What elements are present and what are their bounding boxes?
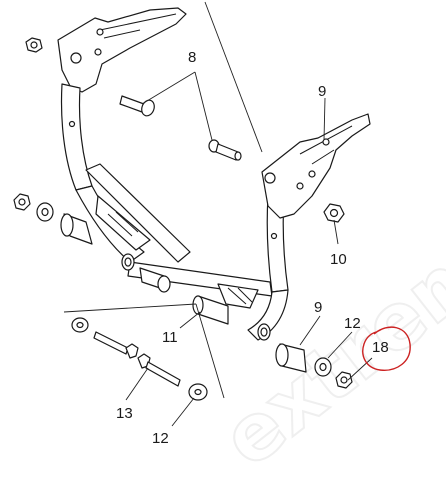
left-bracket-hole-1 bbox=[70, 52, 82, 64]
bolt-13-short bbox=[93, 331, 139, 359]
leader-9-top bbox=[323, 97, 326, 141]
leader-10 bbox=[333, 219, 339, 245]
leader-12-bottom bbox=[171, 397, 195, 427]
right-bushing-9 bbox=[275, 343, 307, 373]
bolt-13-lower-washer bbox=[188, 383, 208, 401]
leader-8-a bbox=[141, 71, 196, 105]
callout-9-right: 9 bbox=[314, 299, 322, 316]
callout-12-right: 12 bbox=[344, 315, 361, 332]
leader-18 bbox=[347, 357, 373, 381]
frame-assembly bbox=[57, 7, 371, 341]
right-washer-12 bbox=[314, 357, 332, 377]
right-bracket-hole-2 bbox=[322, 138, 330, 146]
left-gusset bbox=[95, 195, 151, 251]
guide-line-top bbox=[204, 1, 263, 153]
right-bushing-ring bbox=[257, 323, 271, 341]
left-washer bbox=[36, 202, 54, 222]
left-bracket-plate bbox=[57, 7, 187, 93]
highlight-circle bbox=[362, 326, 411, 371]
tube-hole-1 bbox=[68, 120, 76, 128]
center-bushing-upper bbox=[121, 253, 135, 271]
leader-11 bbox=[179, 311, 201, 329]
right-bracket-hole-3 bbox=[296, 182, 304, 190]
left-bracket-edge bbox=[99, 13, 177, 39]
left-tube bbox=[60, 83, 93, 191]
right-bracket-hole-4 bbox=[308, 170, 316, 178]
nut-10 bbox=[323, 203, 345, 223]
tube-hole-2 bbox=[270, 232, 278, 240]
right-bracket-hole-1 bbox=[264, 172, 276, 184]
callout-12-bottom: 12 bbox=[152, 430, 169, 447]
leader-8-b bbox=[194, 71, 213, 141]
leader-12-right bbox=[327, 331, 353, 359]
leader-13 bbox=[125, 367, 149, 401]
pin-8-lower bbox=[208, 139, 242, 161]
callout-11: 11 bbox=[162, 329, 178, 346]
callout-13: 13 bbox=[116, 405, 133, 422]
left-bracket-hole-3 bbox=[94, 48, 102, 56]
left-bracket-hole-2 bbox=[96, 28, 104, 36]
right-lower-bend bbox=[247, 289, 289, 341]
callout-18: 18 bbox=[372, 339, 389, 356]
bolt-13-long bbox=[137, 353, 181, 387]
left-bushing bbox=[60, 213, 93, 245]
leader-11-right bbox=[195, 303, 225, 399]
leader-11-left bbox=[63, 303, 197, 313]
right-nut-18 bbox=[335, 371, 353, 389]
left-gusset-ribs bbox=[107, 211, 139, 237]
callout-8: 8 bbox=[188, 49, 196, 66]
nut-top-left bbox=[25, 37, 43, 53]
pin-8-upper bbox=[119, 95, 155, 117]
cross-member-top bbox=[85, 163, 191, 263]
right-bracket-plate bbox=[261, 113, 371, 219]
callout-10: 10 bbox=[330, 251, 347, 268]
bolt-13-washer bbox=[71, 317, 89, 333]
center-bushing-lower bbox=[139, 267, 171, 293]
watermark-text: extreme bbox=[206, 189, 446, 485]
center-gusset bbox=[217, 283, 259, 309]
left-nut bbox=[13, 193, 31, 211]
center-gusset-ribs bbox=[227, 287, 253, 305]
leader-9-right bbox=[299, 315, 321, 346]
callout-9-top: 9 bbox=[318, 83, 326, 100]
